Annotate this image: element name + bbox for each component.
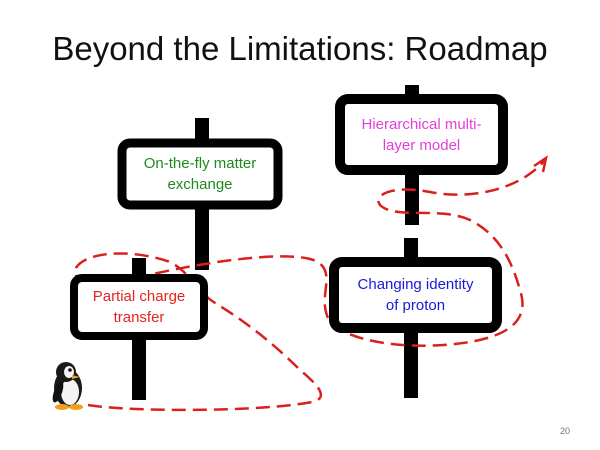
sign-changing-identity [329,257,502,333]
page-number: 20 [559,426,570,436]
slide-title: Beyond the Limitations: Roadmap [52,30,548,67]
sign-label-partial-charge: Partial charge transfer [92,288,186,326]
sign-matter-exchange [117,138,283,210]
sign-hierarchical [335,94,508,175]
sign-partial-charge [70,274,208,340]
sign-label-matter-exchange: On-the-fly matter exchange [143,155,257,193]
arrowhead-icon [533,155,548,173]
sign-label-hierarchical: Hierarchical multi- layer model [361,115,482,154]
roadmap-path [73,159,546,412]
sign-label-changing-identity: Changing identity of proton [357,276,474,314]
penguin-icon [52,362,83,410]
